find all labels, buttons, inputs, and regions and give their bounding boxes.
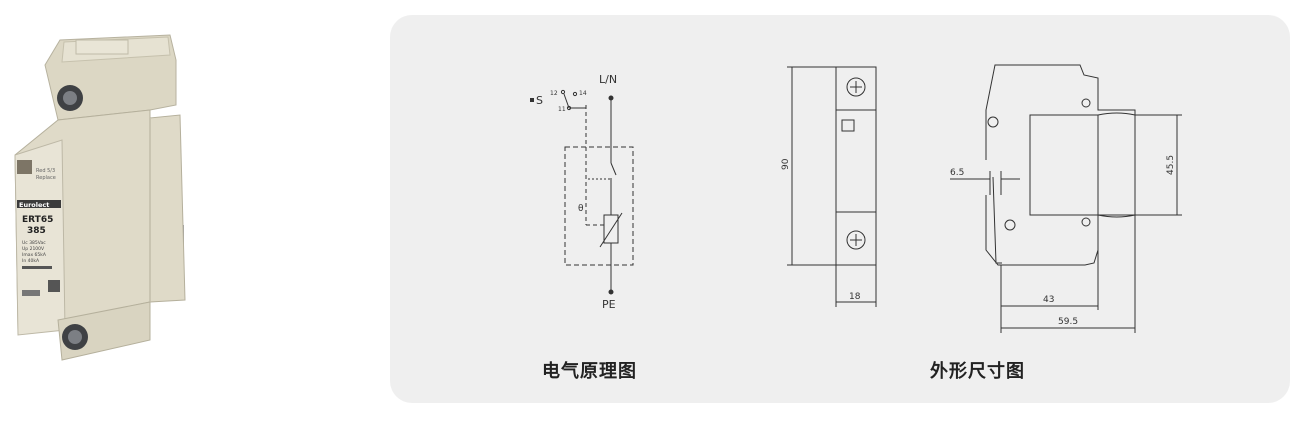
terminal-11-label: 11 <box>558 106 566 113</box>
diagram-canvas: L/N PE S 12 14 11 θ 90 18 6.5 45.5 43 59… <box>530 64 1182 333</box>
product-photo: Red 5/3 Replace Eurolect ERT65 385 Uc 38… <box>14 34 186 361</box>
dim-depth-total-label: 59.5 <box>1058 317 1078 327</box>
dim-depth-inner-label: 43 <box>1043 295 1054 305</box>
ce-mark-icon <box>22 290 40 296</box>
spec-line-2: Up 2100V <box>22 246 45 252</box>
svg-text:Red 5/3: Red 5/3 <box>36 168 55 174</box>
switch-marker-icon <box>530 98 534 102</box>
spec-line-3: Imax 65kA <box>22 252 47 258</box>
svg-text:Replace: Replace <box>36 175 56 181</box>
dim-inner-height-label: 45.5 <box>1166 155 1176 175</box>
theta-label: θ <box>578 204 584 214</box>
spec-line-1: Uc 385Vac <box>22 240 46 246</box>
voltage-label: 385 <box>27 226 46 236</box>
terminal-12-label: 12 <box>550 90 558 97</box>
model-label: ERT65 <box>22 215 53 225</box>
qr-code-icon <box>48 280 60 292</box>
diagram-panel: L/N PE S 12 14 11 θ 90 18 6.5 45.5 43 59… <box>390 15 1290 403</box>
line-label: L/N <box>599 73 617 86</box>
spec-line-4: In 40kA <box>22 258 40 264</box>
brand-label: Eurolect <box>19 201 49 209</box>
front-view-drawing <box>787 66 877 307</box>
pe-label: PE <box>602 298 616 311</box>
switch-label: S <box>536 94 543 107</box>
dimension-caption: 外形尺寸图 <box>930 361 1025 382</box>
schematic-diagram <box>560 89 634 295</box>
schematic-caption: 电气原理图 <box>542 361 637 382</box>
terminal-14-label: 14 <box>579 90 587 97</box>
dim-height-label: 90 <box>781 158 791 170</box>
dim-slot-label: 6.5 <box>950 168 964 178</box>
side-view-drawing <box>950 64 1182 333</box>
dim-width-label: 18 <box>849 292 861 302</box>
